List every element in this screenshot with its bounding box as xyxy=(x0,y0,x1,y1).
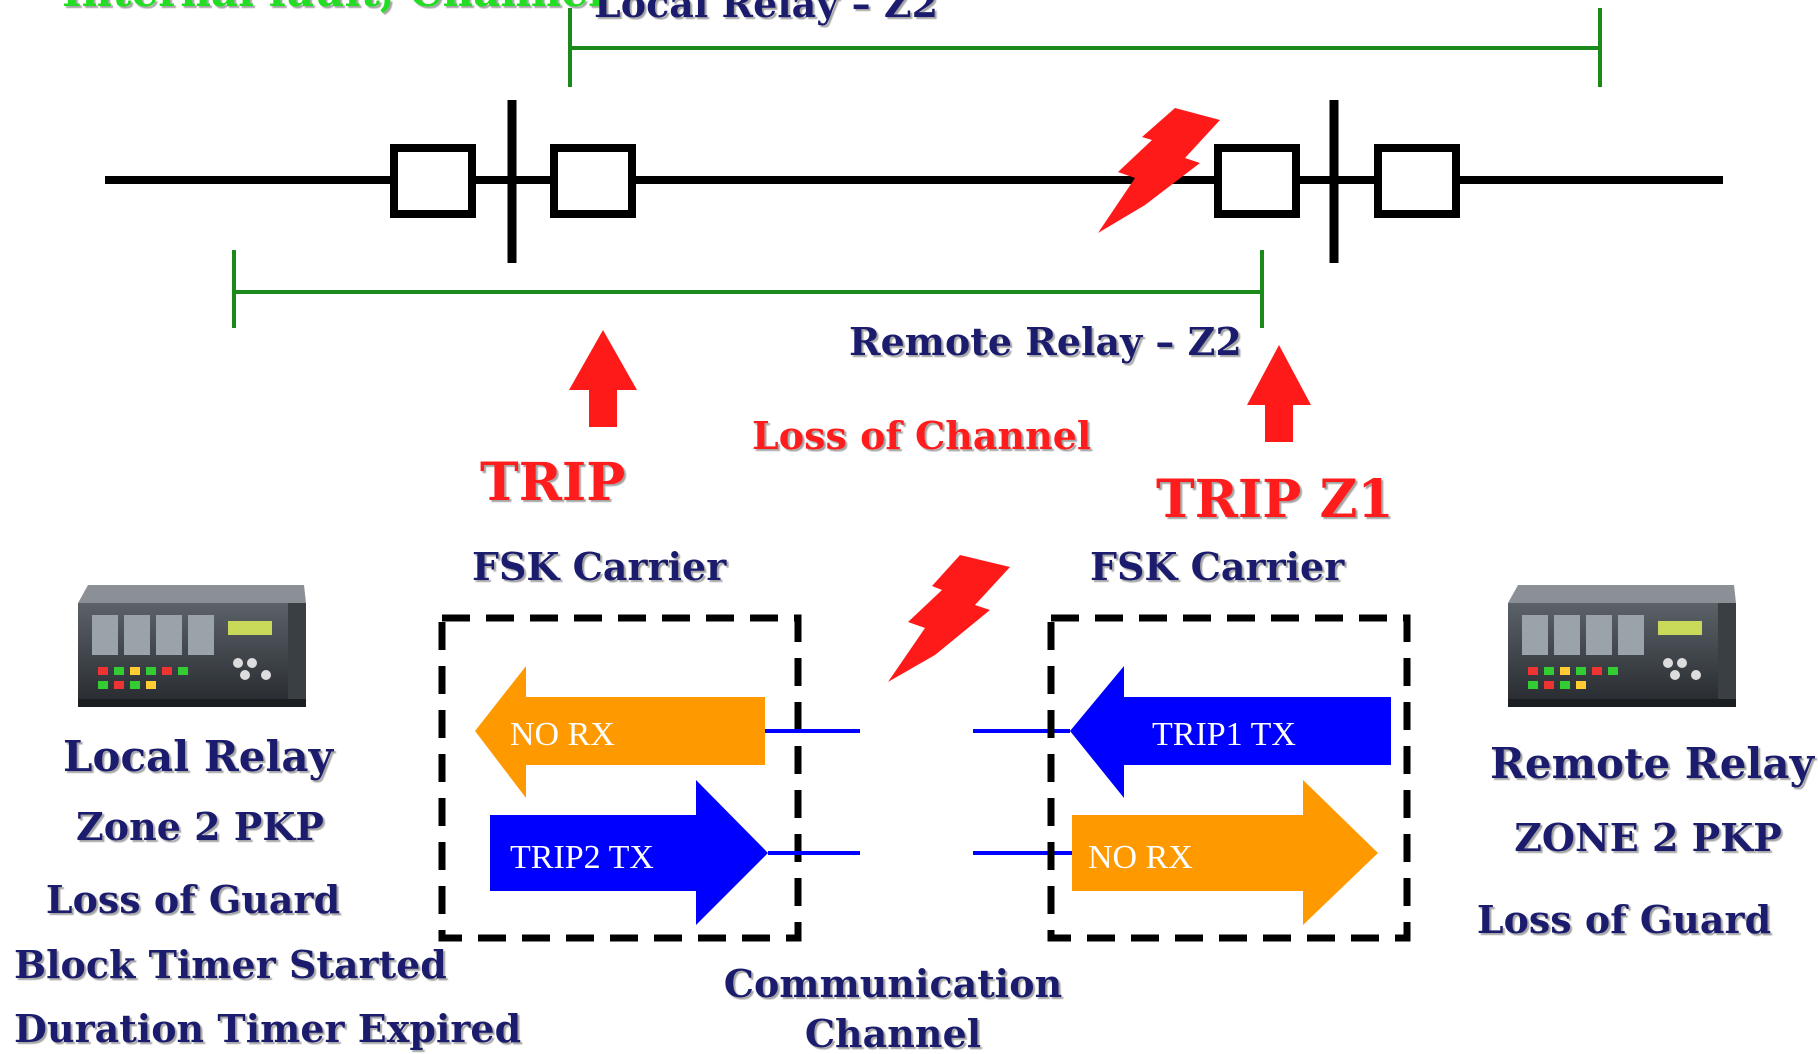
channel-caption-line1: Communication xyxy=(724,961,1062,1006)
local-reach-label: Local Relay – Z2 xyxy=(594,0,938,26)
local-z2-reach xyxy=(568,8,1602,87)
local-carrier-box xyxy=(438,614,802,942)
channel-lightning-icon xyxy=(888,555,1010,682)
remote-breaker-left xyxy=(1214,144,1300,218)
page-title: Internal fault, Channel xyxy=(62,0,604,16)
local-tx-arrow xyxy=(490,780,768,925)
remote-rx-label: NO RX xyxy=(1088,839,1193,876)
local-relay-zone: Zone 2 PKP xyxy=(76,804,324,849)
local-relay-duration-timer: Duration Timer Expired xyxy=(14,1006,521,1051)
relay-device-icon xyxy=(78,585,306,707)
remote-tx-label: TRIP1 TX xyxy=(1152,716,1296,753)
local-carrier-title: FSK Carrier xyxy=(472,544,727,589)
local-trip-label: TRIP xyxy=(480,452,625,513)
remote-trip-label: TRIP Z1 xyxy=(1156,469,1394,530)
local-relay-guard: Loss of Guard xyxy=(46,877,340,922)
remote-tx-arrow xyxy=(1070,666,1391,798)
channel-caption-line2: Channel xyxy=(805,1011,981,1054)
remote-carrier-box xyxy=(1047,614,1411,942)
remote-breaker-right xyxy=(1374,144,1460,218)
local-tx-label: TRIP2 TX xyxy=(510,839,654,876)
remote-rx-arrow xyxy=(1072,780,1378,925)
relay-device-icon xyxy=(1508,585,1736,707)
local-relay-name: Local Relay xyxy=(63,732,335,781)
remote-carrier-title: FSK Carrier xyxy=(1090,544,1345,589)
local-breaker-right xyxy=(550,144,636,218)
local-breaker-left xyxy=(390,144,476,218)
local-trip-arrow-icon xyxy=(569,330,637,427)
remote-relay-zone: ZONE 2 PKP xyxy=(1514,815,1782,860)
loss-of-channel-label: Loss of Channel xyxy=(752,413,1091,458)
remote-relay-name: Remote Relay xyxy=(1490,739,1816,788)
local-rx-arrow xyxy=(475,666,765,798)
fault-lightning-icon xyxy=(1098,108,1220,233)
remote-z2-reach xyxy=(232,250,1264,328)
local-relay-block-timer: Block Timer Started xyxy=(14,942,447,987)
communication-links xyxy=(765,729,1072,855)
remote-trip-arrow-icon xyxy=(1247,345,1311,442)
remote-reach-label: Remote Relay – Z2 xyxy=(849,319,1242,364)
transmission-line xyxy=(105,100,1723,263)
remote-relay-guard: Loss of Guard xyxy=(1477,897,1771,942)
local-rx-label: NO RX xyxy=(510,716,615,753)
